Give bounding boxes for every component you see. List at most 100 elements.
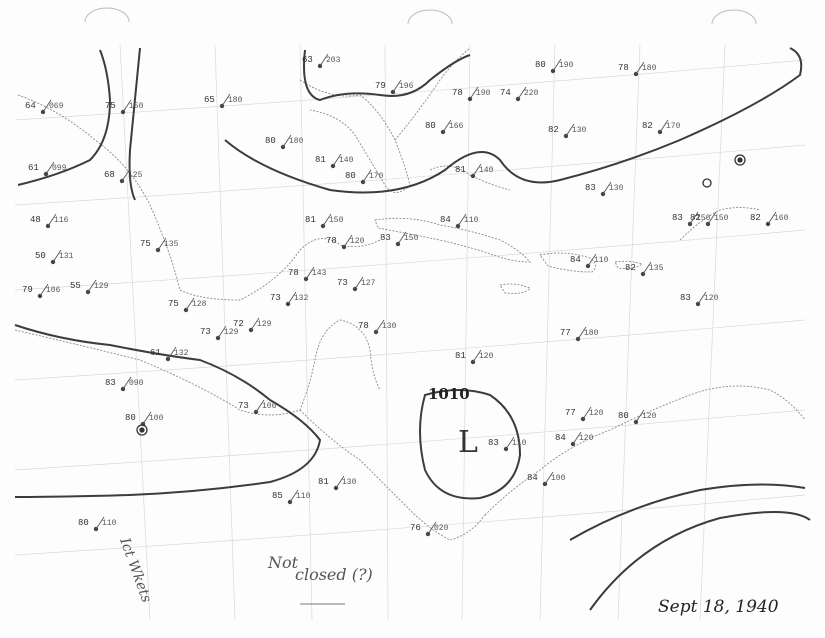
punch-hole-middle (407, 9, 453, 25)
isobars (14, 47, 811, 611)
station-temperature: 81 (455, 351, 466, 361)
wind-barb (442, 119, 452, 133)
station-temperature: 78 (326, 236, 337, 246)
wind-barb (45, 161, 55, 175)
wind-barb (121, 168, 131, 182)
station-temperature: 80 (535, 60, 546, 70)
station-plot: 81 140 (315, 153, 354, 169)
wind-barb (221, 93, 231, 107)
station-pressure: 125 (128, 171, 143, 180)
station-pressure: 128 (192, 300, 207, 309)
station-pressure: 116 (54, 216, 69, 225)
station-temperature: 82 (642, 121, 653, 131)
wind-barb (457, 213, 467, 227)
wind-barb (47, 213, 57, 227)
station-pressure: 180 (289, 137, 304, 146)
station-pressure: 150 (404, 234, 419, 243)
station-pressure: 190 (559, 61, 574, 70)
wind-barb (322, 213, 332, 227)
station-temperature: 81 (315, 155, 326, 165)
wind-barb (472, 163, 482, 177)
wind-barb (505, 436, 515, 450)
station-temperature: 83 (380, 233, 391, 243)
station-pressure: 160 (774, 214, 789, 223)
station-temperature: 82 (548, 125, 559, 135)
isobar-florida-trough (303, 49, 471, 102)
station-pressure: 140 (339, 156, 354, 165)
wind-barb (767, 211, 777, 225)
station-pressure: 120 (642, 412, 657, 421)
wind-barb (572, 431, 582, 445)
wind-barb (335, 475, 345, 489)
isobar-southern (569, 483, 806, 541)
station-pressure: 130 (572, 126, 587, 135)
station-temperature: 61 (150, 348, 161, 358)
wind-barb (185, 297, 195, 311)
handwritten-note-line2: closed (?) (295, 565, 373, 584)
wind-barb (642, 261, 652, 275)
wind-barb (707, 211, 717, 225)
station-pressure: 110 (512, 439, 527, 448)
coast-mexico (14, 319, 381, 416)
punch-hole-left (84, 7, 130, 23)
coast-central-america (299, 409, 486, 541)
station-pressure: 020 (434, 524, 449, 533)
wind-barb (157, 237, 167, 251)
station-pressure: 220 (524, 89, 539, 98)
station-pressure: 180 (228, 96, 243, 105)
station-temperature: 74 (500, 88, 511, 98)
station-pressure: 132 (174, 349, 189, 358)
station-pressure: 135 (164, 240, 179, 249)
wind-barb (122, 376, 132, 390)
station-temperature: 80 (78, 518, 89, 528)
station-pressure: 129 (257, 320, 272, 329)
station-temperature: 82 (750, 213, 761, 223)
wind-barb (42, 99, 52, 113)
station-pressure: 203 (326, 56, 341, 65)
wind-barb (250, 317, 260, 331)
wind-barb (289, 489, 299, 503)
wind-barb (87, 279, 97, 293)
station-temperature: 84 (555, 433, 566, 443)
station-temperature: 79 (375, 81, 386, 91)
storm-symbol-east (734, 154, 746, 166)
wind-barb (427, 521, 437, 535)
station-temperature: 78 (358, 321, 369, 331)
station-pressure: 150 (129, 102, 144, 111)
wind-barb (167, 346, 177, 360)
wind-barb (544, 471, 554, 485)
wind-barb (282, 134, 292, 148)
station-temperature: 80 (345, 171, 356, 181)
grid-lines (14, 44, 806, 621)
station-pressure: 132 (294, 294, 309, 303)
wind-barb (689, 211, 699, 225)
station-temperature: 61 (28, 163, 39, 173)
station-temperature: 79 (22, 285, 33, 295)
station-temperature: 73 (337, 278, 348, 288)
wind-barb (375, 319, 385, 333)
